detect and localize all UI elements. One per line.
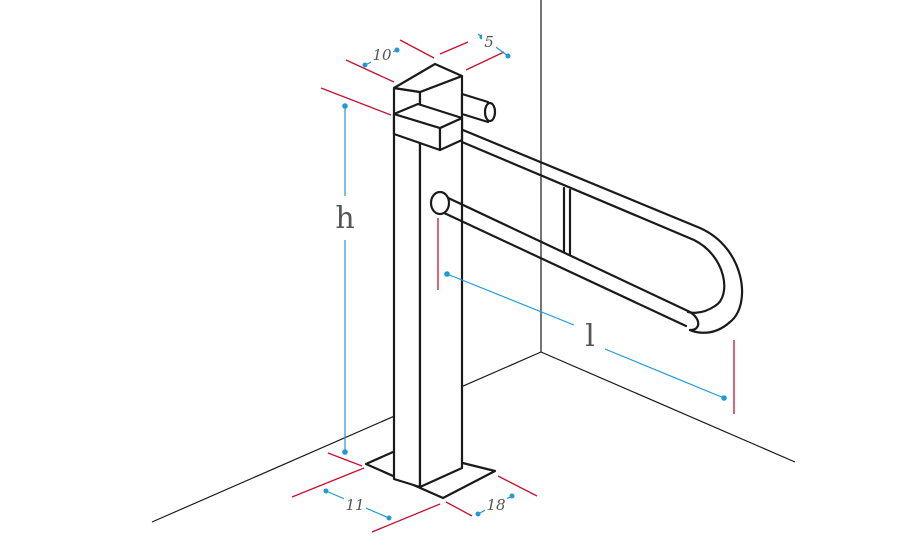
length-label: l (585, 319, 595, 354)
base-depth-label-bg (485, 495, 507, 513)
floor-right-line (540, 351, 796, 463)
post-width-label: 10 (372, 46, 392, 64)
height-extension-top (320, 87, 392, 116)
base-depth-extension-right (497, 475, 538, 497)
length-dimension-endpoint-right (721, 395, 727, 401)
base-width-label-bg (344, 495, 366, 513)
base-width-label: 11 (345, 496, 364, 514)
post-width-endpoint-left (362, 62, 368, 68)
post-depth-label: 5 (484, 33, 494, 51)
height-extension-bottom (327, 452, 363, 467)
post-depth-endpoint-bottom (505, 53, 511, 59)
floor-left-line (151, 351, 542, 523)
hinge-block-side (460, 92, 490, 124)
height-label: h (335, 201, 354, 236)
post-width-label-bg (371, 45, 393, 63)
grab-bar (392, 92, 744, 334)
upper-bar (456, 126, 744, 334)
lower-bar (442, 194, 700, 332)
post-width-extension-left (345, 59, 395, 83)
dimension-length: l (437, 218, 735, 414)
base-width-extension-left (291, 467, 365, 498)
height-dimension-endpoint-top (342, 103, 348, 109)
base-width-endpoint-right (386, 515, 392, 521)
lower-bar-inner (440, 210, 688, 328)
upper-bar-inner (460, 140, 726, 314)
post (392, 62, 464, 489)
hinge-pin (483, 101, 497, 123)
dimension-base-depth: 18 (445, 475, 538, 517)
dimension-post-width: 10 (345, 39, 435, 83)
length-dimension-line-right (604, 348, 725, 399)
base-depth-label: 18 (486, 496, 505, 514)
length-dimension-endpoint-left (444, 271, 450, 277)
bracket-collar-top (392, 102, 464, 130)
height-dimension-endpoint-bottom (342, 449, 348, 455)
base-depth-extension-left (445, 501, 473, 517)
post-depth-extension-left (439, 41, 469, 55)
post-front-face (392, 86, 422, 489)
length-dimension-line-left (446, 273, 575, 326)
post-width-extension-right (399, 39, 435, 59)
post-top-face (392, 62, 464, 94)
room-lines (151, 0, 796, 523)
base-depth-endpoint-right (509, 493, 515, 499)
post-width-endpoint-right (394, 47, 400, 53)
base-depth-endpoint-left (475, 511, 481, 517)
dimension-post-depth: 5 (439, 33, 511, 71)
lower-bar-end-cap (429, 190, 451, 216)
dimension-base-width: 11 (291, 467, 441, 533)
post-depth-extension-right (465, 51, 505, 71)
post-depth-label-bg (482, 33, 496, 49)
base-width-endpoint-left (323, 488, 329, 494)
base-width-extension-right (371, 503, 441, 533)
dimension-height: h (320, 87, 392, 467)
